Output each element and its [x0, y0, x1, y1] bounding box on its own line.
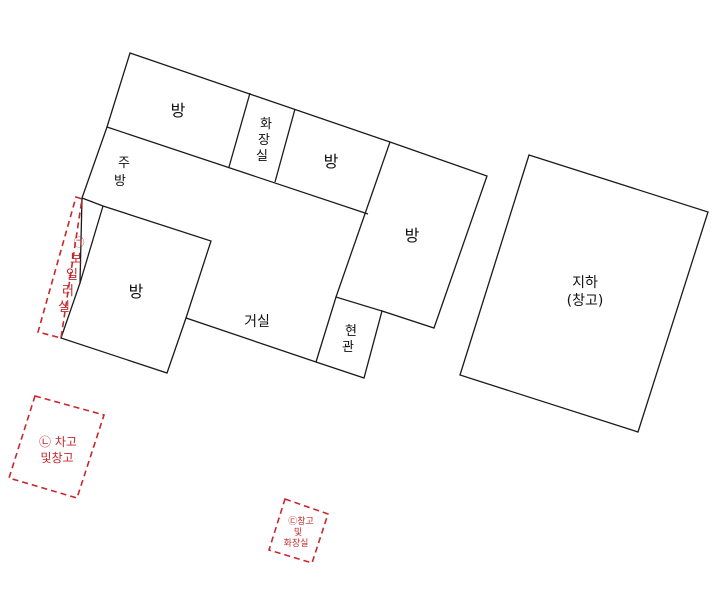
wall-bang-left [102, 205, 212, 319]
room-label-bang-right: 방 [405, 226, 420, 245]
wall-top-row [106, 126, 369, 215]
room-label-hwajang-3: 실 [256, 149, 268, 164]
room-label-jubang-2: 방 [114, 174, 126, 189]
annex-label-garage-2: 및창고 [40, 451, 73, 465]
room-label-bang-left: 방 [129, 282, 144, 301]
annex-label-boiler-3: 러 [62, 284, 74, 299]
room-label-hwajang-2: 장 [258, 133, 270, 148]
room-label-geosil: 거실 [244, 314, 270, 330]
wall-left-storage [79, 205, 104, 284]
annex-label-storage-2: 및 [294, 526, 302, 538]
annex-label-garage-1: ㉡ 차고 [39, 435, 77, 449]
annex-label-boiler-mark: ㉠ [74, 236, 85, 249]
room-label-jiha-1: 지하 [572, 275, 598, 291]
room-label-jubang-1: 주 [118, 156, 130, 171]
annex-storage-toilet [267, 497, 330, 564]
room-label-bang-top: 방 [171, 101, 186, 120]
basement-outline [459, 154, 709, 433]
annex-label-storage-1: ㉢창고 [288, 516, 314, 527]
room-label-hyeongwan-1: 현 [345, 324, 357, 339]
room-label-hyeongwan-2: 관 [342, 340, 354, 355]
wall-hwajang-bang [274, 108, 296, 183]
annex-label-storage-3: 화장실 [284, 538, 309, 549]
wall-bang-right [335, 141, 391, 298]
wall-hyeongwan [315, 296, 383, 363]
room-label-bang-mid: 방 [324, 152, 339, 171]
room-label-hwajang-1: 화 [260, 117, 272, 132]
annex-label-boiler-4: 실 [58, 300, 70, 315]
wall-jubang-bottom [81, 197, 104, 207]
room-label-jiha-2: (창고) [567, 293, 604, 309]
wall-bang-hwajang [228, 92, 251, 168]
annex-label-boiler-1: 보 [70, 252, 82, 267]
building-outline [60, 52, 488, 379]
annex-label-boiler-2: 일 [66, 268, 78, 283]
annex-boiler-room [37, 195, 83, 339]
